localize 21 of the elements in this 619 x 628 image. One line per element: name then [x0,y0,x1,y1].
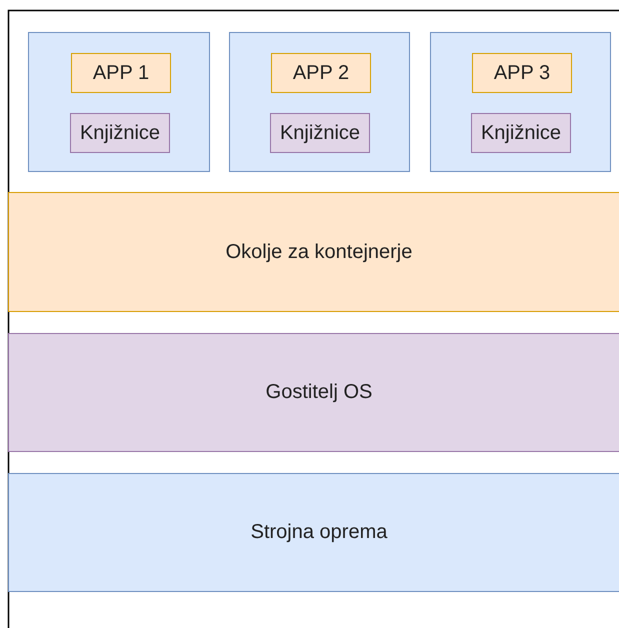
container-box [229,32,410,172]
box-label: Strojna oprema [250,521,388,544]
layer-band [8,192,619,312]
box-label: Okolje za kontejnerje [226,240,412,264]
box-label: Knjižnice [280,122,360,144]
library-box [471,113,571,153]
library-box [270,113,370,153]
app-box [71,53,171,93]
box-label: APP 2 [292,62,350,84]
app-box [472,53,572,93]
box-label: Knjižnice [480,122,562,144]
box-label: APP 1 [92,62,150,84]
box-label: Gostitelj OS [266,381,372,404]
layer-band [8,473,619,592]
app-box [271,53,371,93]
box-label: APP 3 [494,62,550,84]
box-label: Knjižnice [80,122,160,144]
layer-band [8,333,619,452]
library-box [70,113,170,153]
container-box [28,32,210,172]
container-box [430,32,611,172]
